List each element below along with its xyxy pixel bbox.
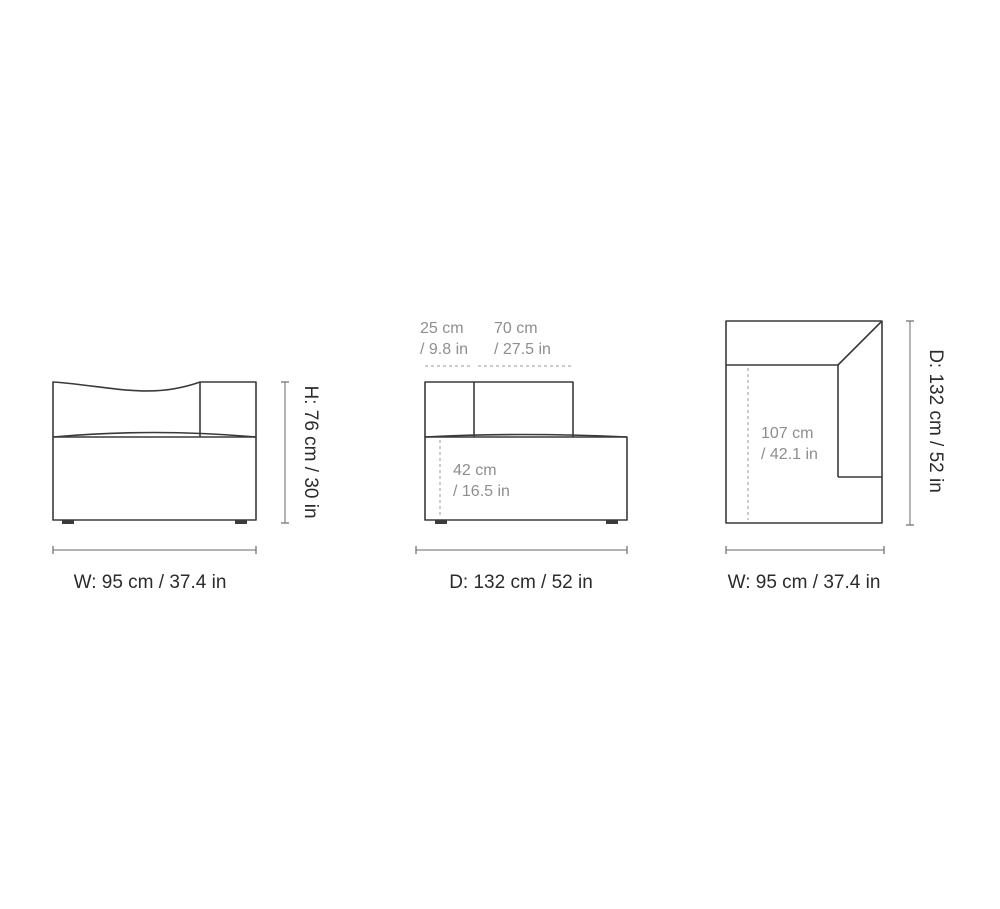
top-depth-dimension xyxy=(906,320,914,526)
top-width-label: W: 95 cm / 37.4 in xyxy=(728,572,881,593)
inner-depth-line1: 107 cm xyxy=(761,425,813,442)
side-seat-cushion xyxy=(424,433,628,438)
backrest-depth-line1: 25 cm xyxy=(420,320,464,337)
inner-depth-line2: / 42.1 in xyxy=(761,446,818,463)
seat-depth-line1: 70 cm xyxy=(494,320,538,337)
seat-height-line1: 42 cm xyxy=(453,462,497,479)
side-backrest xyxy=(424,381,475,437)
side-view: 25 cm / 9.8 in 70 cm / 27.5 in 42 cm / 1… xyxy=(415,320,628,593)
front-view: W: 95 cm / 37.4 in H: 76 cm / 30 in xyxy=(52,381,321,593)
side-depth-label: D: 132 cm / 52 in xyxy=(449,572,593,593)
seat-height-line2: / 16.5 in xyxy=(453,483,510,500)
seat-depth-line2: / 27.5 in xyxy=(494,341,551,358)
front-width-dimension xyxy=(52,546,257,554)
front-foot-right xyxy=(235,520,247,524)
front-foot-left xyxy=(62,520,74,524)
front-height-label: H: 76 cm / 30 in xyxy=(300,385,321,518)
side-depth-dimension xyxy=(415,546,628,554)
top-view: 107 cm / 42.1 in W: 95 cm / 37.4 in D: 1… xyxy=(725,320,946,593)
side-view-sofa-outline xyxy=(424,381,628,524)
front-base xyxy=(52,436,257,521)
top-outer xyxy=(725,320,883,524)
top-depth-label: D: 132 cm / 52 in xyxy=(925,349,946,493)
top-corner-diagonal xyxy=(837,320,883,366)
side-foot-right xyxy=(606,520,618,524)
side-back-cushion xyxy=(474,381,574,437)
front-backrest xyxy=(52,381,257,437)
front-height-dimension xyxy=(281,381,289,524)
top-width-dimension xyxy=(725,546,885,554)
front-width-label: W: 95 cm / 37.4 in xyxy=(74,572,227,593)
backrest-depth-line2: / 9.8 in xyxy=(420,341,468,358)
side-foot-left xyxy=(435,520,447,524)
top-view-sofa-outline xyxy=(725,320,883,524)
side-base xyxy=(424,436,628,521)
front-view-sofa-outline xyxy=(52,381,257,524)
front-seat-cushion xyxy=(52,431,257,438)
